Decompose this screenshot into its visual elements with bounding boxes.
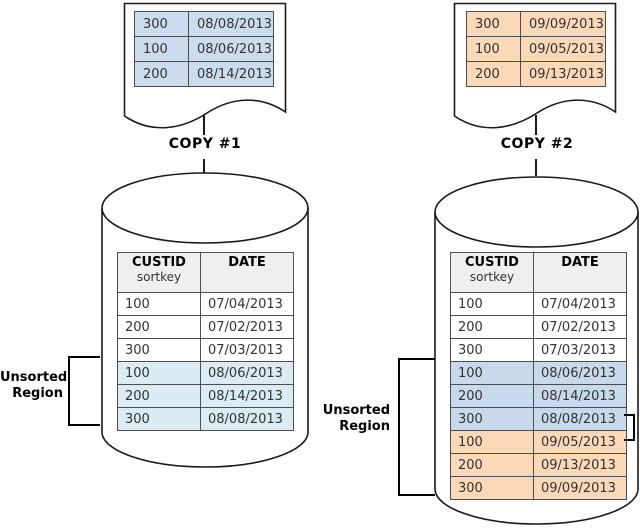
table-header-row: CUSTID sortkey DATE <box>450 252 627 293</box>
custid-header-title: CUSTID <box>132 255 186 270</box>
date-cell: 08/06/2013 <box>200 361 294 385</box>
sortkey-subtitle: sortkey <box>469 270 515 284</box>
left-cylinder-table: CUSTID sortkey DATE 100 07/04/2013 200 0… <box>117 252 294 431</box>
copy1-connector-top <box>203 115 205 135</box>
custid-cell: 100 <box>450 430 534 454</box>
custid-header: CUSTID sortkey <box>117 252 201 293</box>
custid-cell: 200 <box>134 61 189 87</box>
date-header: DATE <box>200 252 294 293</box>
right-unsorted-region-label: Unsorted Region <box>296 403 390 435</box>
date-cell: 08/08/2013 <box>200 407 294 431</box>
custid-cell: 100 <box>117 361 201 385</box>
table-row: 200 07/02/2013 <box>117 315 294 339</box>
copy2-document: 300 09/09/2013 100 09/05/2013 200 09/13/… <box>453 2 617 134</box>
custid-cell: 300 <box>134 11 189 37</box>
custid-cell: 200 <box>117 315 201 339</box>
custid-cell: 200 <box>450 384 534 408</box>
copy2-connector-top <box>535 115 537 135</box>
right-cylinder-table: CUSTID sortkey DATE 100 07/04/2013 200 0… <box>450 252 627 500</box>
right-unsorted-region-bracket <box>398 358 435 496</box>
date-cell: 07/04/2013 <box>533 292 627 316</box>
table-row: 200 09/13/2013 <box>466 61 606 87</box>
custid-cell: 300 <box>466 11 521 37</box>
unsorted-label-line2: Region <box>339 419 390 434</box>
date-cell: 08/14/2013 <box>533 384 627 408</box>
custid-cell: 200 <box>466 61 521 87</box>
custid-cell: 300 <box>450 338 534 362</box>
table-row-unsorted: 100 08/06/2013 <box>117 361 294 385</box>
date-cell: 07/03/2013 <box>533 338 627 362</box>
date-cell: 09/05/2013 <box>520 36 606 62</box>
date-cell: 07/03/2013 <box>200 338 294 362</box>
custid-cell: 300 <box>117 338 201 362</box>
table-row: 300 09/09/2013 <box>466 11 606 37</box>
left-unsorted-region-bracket <box>68 356 100 426</box>
table-row: 300 08/08/2013 <box>134 11 274 37</box>
table-row: 200 08/14/2013 <box>134 61 274 87</box>
custid-cell: 100 <box>117 292 201 316</box>
date-cell: 07/04/2013 <box>200 292 294 316</box>
date-cell: 08/14/2013 <box>200 384 294 408</box>
table-row-unsorted-copy2: 300 09/09/2013 <box>450 476 627 500</box>
date-cell: 08/14/2013 <box>188 61 274 87</box>
date-header-title: DATE <box>561 255 599 270</box>
custid-cell: 300 <box>450 476 534 500</box>
table-header-row: CUSTID sortkey DATE <box>117 252 294 293</box>
table-row-unsorted-copy1: 200 08/14/2013 <box>450 384 627 408</box>
copy2-table: 300 09/09/2013 100 09/05/2013 200 09/13/… <box>466 11 606 87</box>
table-row: 100 08/06/2013 <box>134 36 274 62</box>
date-cell: 07/02/2013 <box>533 315 627 339</box>
left-unsorted-region-label: Unsorted Region <box>0 370 68 402</box>
custid-cell: 300 <box>450 407 534 431</box>
custid-cell: 100 <box>450 361 534 385</box>
unsorted-label-line1: Unsorted <box>322 403 390 418</box>
date-header: DATE <box>533 252 627 293</box>
date-cell: 08/06/2013 <box>188 36 274 62</box>
copy1-label: COPY #1 <box>168 136 242 152</box>
custid-cell: 200 <box>450 453 534 477</box>
custid-header-title: CUSTID <box>465 255 519 270</box>
table-row: 100 07/04/2013 <box>117 292 294 316</box>
sortkey-subtitle: sortkey <box>136 270 182 284</box>
date-cell: 09/13/2013 <box>520 61 606 87</box>
copy-boundary-bracket <box>624 414 635 441</box>
table-row-unsorted-copy1: 100 08/06/2013 <box>450 361 627 385</box>
custid-cell: 100 <box>450 292 534 316</box>
table-row-unsorted: 200 08/14/2013 <box>117 384 294 408</box>
date-cell: 09/09/2013 <box>520 11 606 37</box>
date-header-title: DATE <box>228 255 266 270</box>
custid-cell: 200 <box>117 384 201 408</box>
copy2-label: COPY #2 <box>500 136 574 152</box>
custid-cell: 300 <box>117 407 201 431</box>
custid-cell: 100 <box>134 36 189 62</box>
copy2-connector-bottom <box>535 159 537 176</box>
date-cell: 08/08/2013 <box>188 11 274 37</box>
date-cell: 09/13/2013 <box>533 453 627 477</box>
table-row: 100 07/04/2013 <box>450 292 627 316</box>
copy1-document: 300 08/08/2013 100 08/06/2013 200 08/14/… <box>123 2 287 134</box>
table-row-unsorted: 300 08/08/2013 <box>117 407 294 431</box>
table-row-unsorted-copy2: 200 09/13/2013 <box>450 453 627 477</box>
date-cell: 07/02/2013 <box>200 315 294 339</box>
custid-cell: 200 <box>450 315 534 339</box>
date-cell: 08/08/2013 <box>533 407 627 431</box>
table-row: 200 07/02/2013 <box>450 315 627 339</box>
copy1-table: 300 08/08/2013 100 08/06/2013 200 08/14/… <box>134 11 274 87</box>
table-row: 100 09/05/2013 <box>466 36 606 62</box>
date-cell: 09/09/2013 <box>533 476 627 500</box>
table-row: 300 07/03/2013 <box>450 338 627 362</box>
date-cell: 09/05/2013 <box>533 430 627 454</box>
copy1-connector-bottom <box>203 159 205 176</box>
custid-cell: 100 <box>466 36 521 62</box>
table-row-unsorted-copy2: 100 09/05/2013 <box>450 430 627 454</box>
table-row-unsorted-copy1: 300 08/08/2013 <box>450 407 627 431</box>
unsorted-label-line2: Region <box>12 386 63 401</box>
table-row: 300 07/03/2013 <box>117 338 294 362</box>
unsorted-label-line1: Unsorted <box>0 370 68 385</box>
date-cell: 08/06/2013 <box>533 361 627 385</box>
custid-header: CUSTID sortkey <box>450 252 534 293</box>
